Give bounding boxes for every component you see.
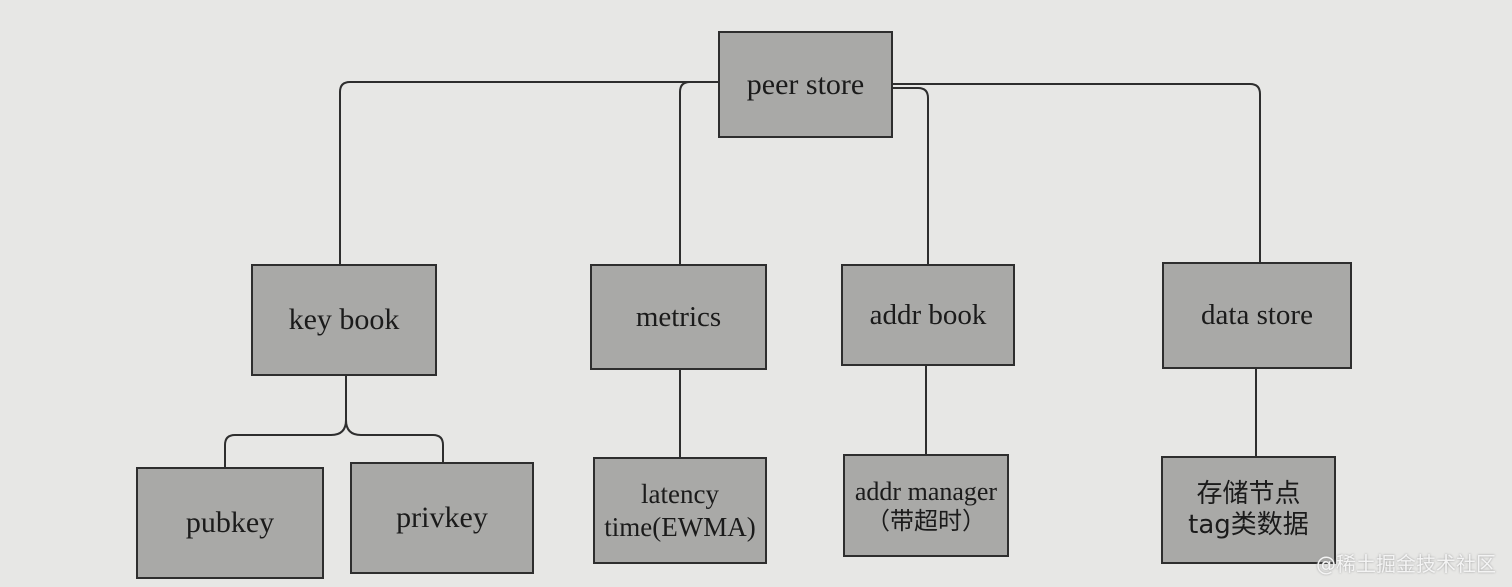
node-addr-manager: addr manager （带超时） (843, 454, 1009, 557)
node-addr-book: addr book (841, 264, 1015, 366)
node-addr-manager-line2: （带超时） (865, 506, 986, 535)
node-addr-book-label: addr book (869, 298, 987, 331)
edge-peer-store-to-metrics (679, 81, 718, 264)
node-data-store-label: data store (1201, 299, 1313, 332)
edge-peer-store-to-key-book (339, 81, 718, 264)
node-pubkey: pubkey (136, 467, 324, 579)
node-privkey-label: privkey (396, 501, 488, 534)
node-metrics: metrics (590, 264, 767, 370)
node-metrics-label: metrics (635, 300, 722, 333)
edge-key-book-to-pubkey (224, 419, 347, 467)
node-key-book: key book (251, 264, 437, 376)
node-key-book-label: key book (288, 303, 400, 336)
edge-peer-store-to-addr-book (892, 87, 929, 264)
node-tag-data-line1: 存储节点 (1196, 478, 1301, 509)
node-latency-line2: time(EWMA) (604, 511, 756, 542)
node-tag-data: 存储节点 tag类数据 (1161, 456, 1336, 564)
node-peer-store: peer store (718, 31, 893, 138)
edge-peer-store-to-data-store (892, 83, 1261, 262)
watermark: @稀土掘金技术社区 (1316, 552, 1496, 576)
edge-key-book-stem (345, 376, 362, 436)
node-pubkey-label: pubkey (185, 506, 275, 539)
node-data-store: data store (1162, 262, 1352, 369)
node-privkey: privkey (350, 462, 534, 574)
node-latency-line1: latency (641, 479, 719, 510)
node-latency: latency time(EWMA) (593, 457, 767, 564)
node-tag-data-line2: tag类数据 (1188, 510, 1309, 540)
node-addr-manager-line1: addr manager (854, 476, 998, 506)
edge-key-book-to-privkey (361, 434, 444, 462)
node-peer-store-label: peer store (746, 67, 865, 101)
